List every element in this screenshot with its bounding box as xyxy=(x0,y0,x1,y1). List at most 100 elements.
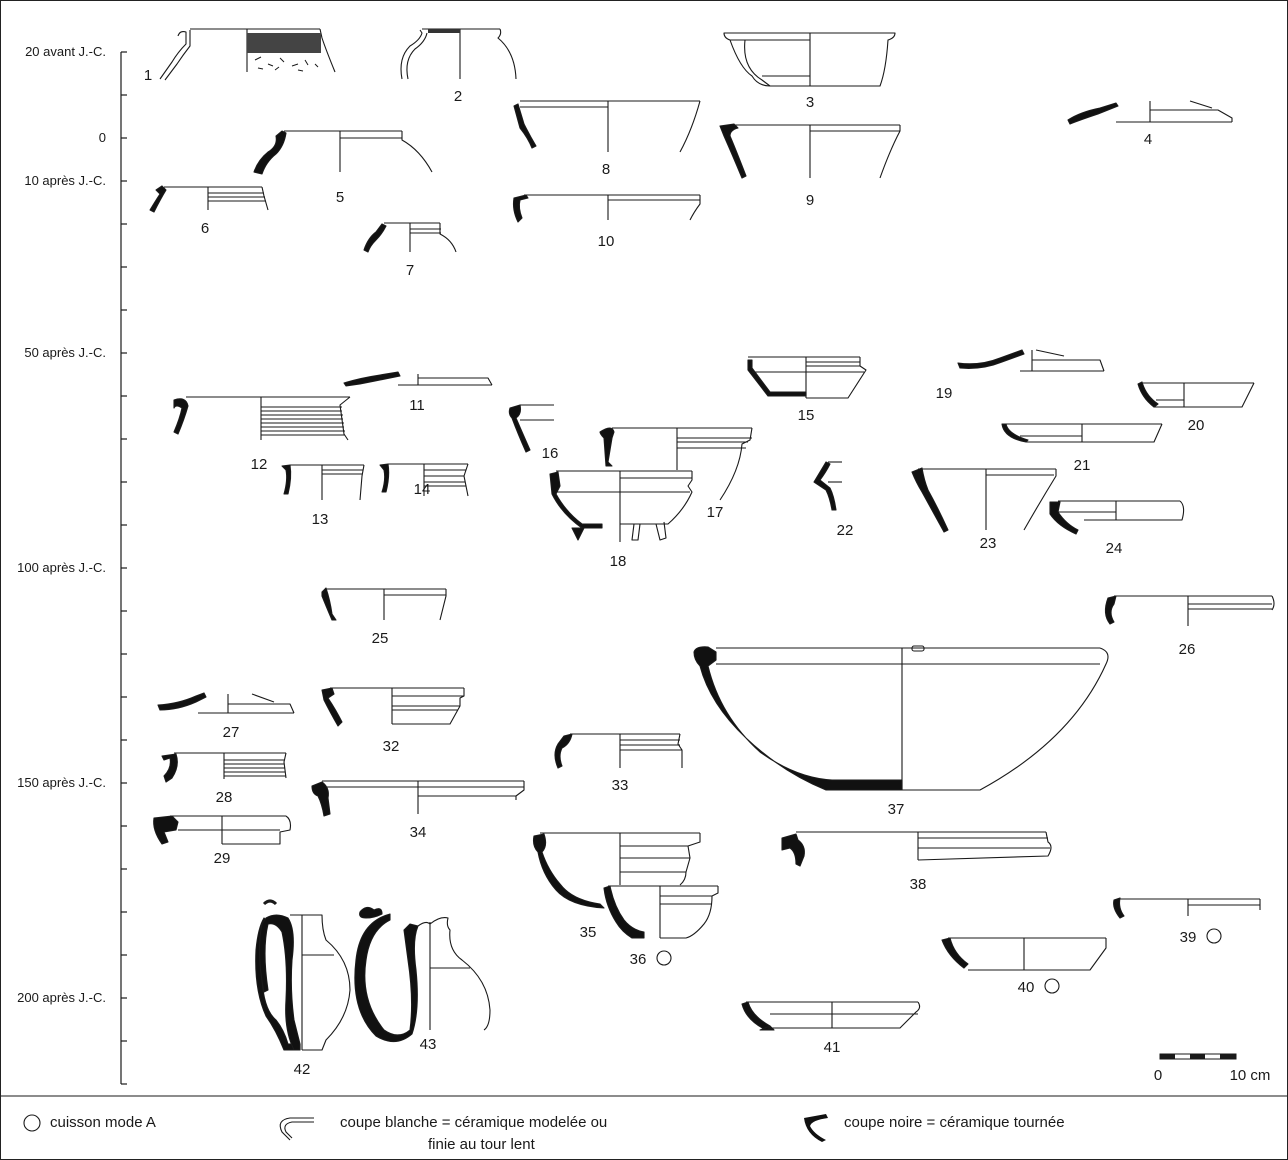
vessel-9-profile xyxy=(719,123,901,179)
vessel-number-label: 4 xyxy=(1144,131,1152,148)
vessel-number-label: 40 xyxy=(1018,979,1035,996)
vessel-number-label: 29 xyxy=(214,850,231,867)
legend-black-section-label: coupe noire = céramique tournée xyxy=(844,1114,1065,1131)
vessel-5-profile xyxy=(253,130,433,175)
vessel-23-profile xyxy=(911,467,1057,533)
vessel-20-profile xyxy=(1137,381,1255,408)
vessel-35-profile xyxy=(532,832,701,909)
vessel-40-profile xyxy=(941,937,1107,971)
legend-white-section-line1: coupe blanche = céramique modelée ou xyxy=(340,1114,608,1131)
vessel-17-profile xyxy=(599,427,753,501)
vessel-3-profile xyxy=(723,32,896,87)
vessel-number-label: 21 xyxy=(1074,457,1091,474)
vessel-number-label: 32 xyxy=(383,738,400,755)
vessel-33-profile xyxy=(554,733,683,769)
vessel-32-profile xyxy=(321,687,465,727)
vessel-number-label: 36 xyxy=(630,951,647,968)
vessel-number-label: 2 xyxy=(454,88,462,105)
vessel-18-profile xyxy=(549,470,693,542)
vessel-number-label: 3 xyxy=(806,94,814,111)
vessel-number-label: 41 xyxy=(824,1039,841,1056)
vessel-39-profile xyxy=(1113,897,1261,919)
vessel-number-label: 12 xyxy=(251,456,268,473)
vessel-37-profile xyxy=(693,645,1109,791)
vessel-number-label: 34 xyxy=(410,824,427,841)
vessel-number-label: 5 xyxy=(336,189,344,206)
vessel-16-profile xyxy=(508,404,554,453)
vessel-38-profile xyxy=(781,831,1052,867)
time-axis-label: 0 xyxy=(99,130,106,145)
vessel-number-label: 37 xyxy=(888,801,905,818)
vessel-number-label: 19 xyxy=(936,385,953,402)
vessel-6-profile xyxy=(149,185,269,213)
scale-bar-segment xyxy=(1190,1054,1205,1059)
time-axis xyxy=(120,51,127,1085)
vessel-26-profile xyxy=(1104,595,1275,626)
scale-bar: 0 10 cm xyxy=(1154,1053,1271,1084)
vessel-number-label: 39 xyxy=(1180,929,1197,946)
vessel-number-label: 11 xyxy=(409,397,425,414)
vessel-19-profile xyxy=(957,349,1105,372)
vessel-11-profile xyxy=(343,371,493,387)
time-axis-label: 100 après J.-C. xyxy=(17,560,106,575)
vessel-29-profile xyxy=(153,815,292,845)
vessel-number-label: 23 xyxy=(980,535,997,552)
vessel-number-label: 17 xyxy=(707,504,724,521)
vessel-number-label: 24 xyxy=(1106,540,1123,557)
vessel-42-profile xyxy=(255,899,351,1051)
vessel-number-label: 20 xyxy=(1188,417,1205,434)
vessel-number-label: 38 xyxy=(910,876,927,893)
mode-a-circle-icon xyxy=(23,1114,41,1132)
vessel-number-label: 28 xyxy=(216,789,233,806)
vessel-number-label: 35 xyxy=(580,924,597,941)
time-axis-label: 150 après J.-C. xyxy=(17,775,106,790)
vessel-number-label: 6 xyxy=(201,220,209,237)
time-axis-labels: 20 avant J.-C.010 après J.-C.50 après J.… xyxy=(17,44,106,1005)
vessel-28-profile xyxy=(161,752,287,783)
vessel-number-label: 22 xyxy=(837,522,854,539)
vessel-4-profile xyxy=(1067,100,1233,125)
vessel-13-profile xyxy=(281,464,365,501)
vessel-21-profile xyxy=(1001,423,1163,443)
vessel-41-profile xyxy=(741,1001,921,1031)
vessel-34-profile xyxy=(311,780,525,817)
vessel-number-label: 13 xyxy=(312,511,329,528)
vessel-number-label: 9 xyxy=(806,192,814,209)
vessel-number-label: 14 xyxy=(414,481,431,498)
vessel-10-profile xyxy=(512,194,701,223)
black-section-icon xyxy=(804,1114,828,1142)
vessel-1-profile xyxy=(159,28,336,81)
scale-bar-start-label: 0 xyxy=(1154,1067,1162,1084)
vessel-15-profile xyxy=(747,356,867,399)
vessel-24-profile xyxy=(1049,500,1185,535)
time-axis-label: 50 après J.-C. xyxy=(24,345,106,360)
vessel-7-profile xyxy=(363,222,457,253)
vessel-8-profile xyxy=(513,100,701,153)
vessel-number-label: 18 xyxy=(610,553,627,570)
legend-white-section-line2: finie au tour lent xyxy=(428,1136,535,1153)
vessel-2-profile xyxy=(400,28,517,80)
time-axis-label: 20 avant J.-C. xyxy=(25,44,106,59)
vessel-22-profile xyxy=(813,461,842,511)
vessel-number-label: 1 xyxy=(144,67,152,84)
scale-bar-segment xyxy=(1160,1054,1175,1059)
vessel-number-label: 33 xyxy=(612,777,629,794)
scale-bar-end-label: 10 cm xyxy=(1230,1067,1271,1084)
vessel-number-label: 16 xyxy=(542,445,559,462)
vessel-number-label: 8 xyxy=(602,161,610,178)
vessel-number-label: 15 xyxy=(798,407,815,424)
legend-mode-a-label: cuisson mode A xyxy=(50,1114,156,1131)
vessel-14-profile xyxy=(379,463,469,497)
mode-a-marker-36 xyxy=(656,950,672,966)
pottery-profiles xyxy=(149,28,1275,1051)
vessel-12-profile xyxy=(173,396,351,441)
vessel-25-profile xyxy=(321,587,447,621)
vessel-number-label: 43 xyxy=(420,1036,437,1053)
vessel-number-label: 27 xyxy=(223,724,240,741)
white-section-icon xyxy=(279,1117,314,1141)
vessel-36-profile xyxy=(603,885,719,939)
vessel-number-label: 42 xyxy=(294,1061,311,1078)
vessel-number-label: 7 xyxy=(406,262,414,279)
